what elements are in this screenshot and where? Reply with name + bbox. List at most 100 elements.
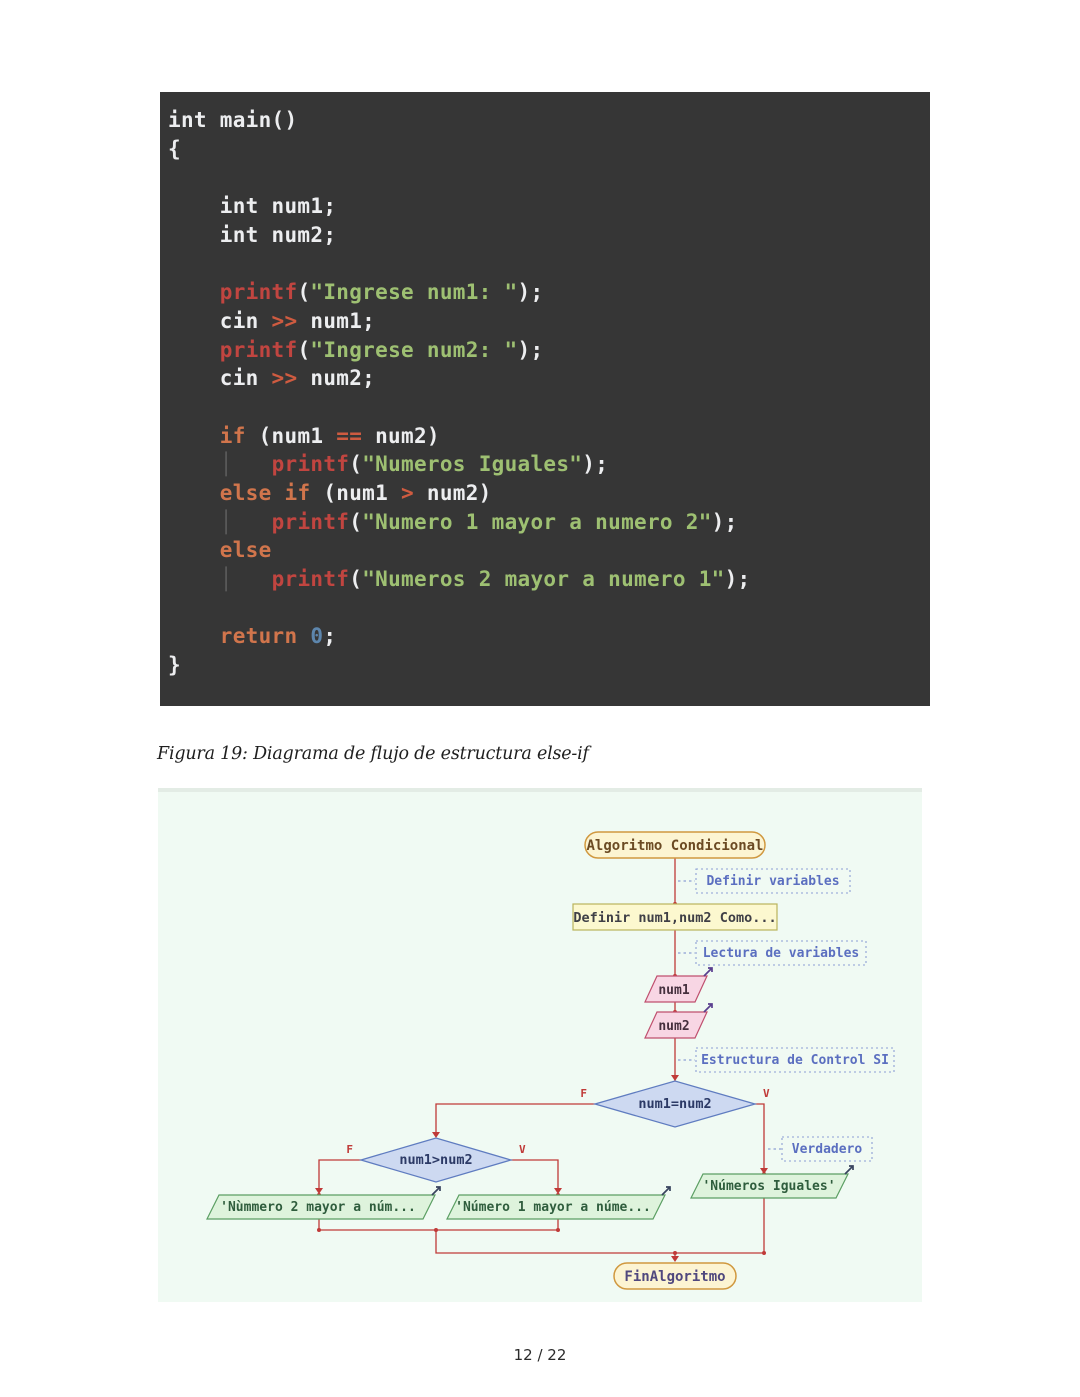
code-token: if bbox=[219, 423, 246, 448]
code-content: int main(){ int num1; int num2; printf("… bbox=[168, 106, 920, 680]
code-token: ( bbox=[297, 280, 311, 305]
code-token: == bbox=[336, 423, 363, 448]
code-token bbox=[168, 567, 220, 591]
code-token: num2; bbox=[297, 366, 376, 391]
code-token bbox=[233, 567, 272, 591]
code-line: else bbox=[168, 536, 920, 565]
code-token: return bbox=[219, 624, 298, 649]
code-line: int num2; bbox=[168, 221, 920, 250]
figure-caption: Figura 19: Diagrama de flujo de estructu… bbox=[157, 744, 589, 764]
pen-icon bbox=[703, 1003, 713, 1013]
code-token bbox=[168, 481, 220, 505]
code-token bbox=[168, 510, 220, 534]
svg-text:Definir num1,num2 Como...: Definir num1,num2 Como... bbox=[573, 910, 776, 926]
svg-text:Lectura de variables: Lectura de variables bbox=[703, 946, 860, 961]
code-token: ; bbox=[323, 624, 337, 649]
svg-text:num1=num2: num1=num2 bbox=[638, 1096, 711, 1112]
node-start: Algoritmo Condicional bbox=[584, 831, 766, 859]
code-line: printf("Ingrese num2: "); bbox=[168, 336, 920, 365]
code-token: int main() bbox=[168, 108, 298, 132]
code-token: printf bbox=[219, 337, 298, 362]
code-token: ); bbox=[582, 452, 609, 477]
svg-text:Estructura de Control SI: Estructura de Control SI bbox=[701, 1053, 889, 1068]
code-token: num2) bbox=[413, 480, 492, 505]
code-token: int num2; bbox=[168, 222, 337, 247]
code-token: if bbox=[284, 480, 311, 505]
code-line: │ printf("Numeros Iguales"); bbox=[168, 450, 920, 479]
code-line: cin >> num2; bbox=[168, 364, 920, 393]
page-footer: 12 / 22 bbox=[513, 1346, 567, 1364]
svg-text:'Números Iguales': 'Números Iguales' bbox=[702, 1179, 835, 1194]
code-line: else if (num1 > num2) bbox=[168, 479, 920, 508]
code-token: ( bbox=[349, 567, 363, 591]
node-read-num2: num2 bbox=[644, 1003, 713, 1039]
svg-text:FinAlgoritmo: FinAlgoritmo bbox=[624, 1269, 725, 1285]
branch-label-false: F bbox=[580, 1087, 587, 1100]
code-line: printf("Ingrese num1: "); bbox=[168, 278, 920, 307]
code-token: ( bbox=[349, 509, 363, 534]
code-token: 0 bbox=[310, 624, 324, 649]
code-token: { bbox=[168, 136, 181, 161]
code-token: int num1; bbox=[168, 194, 337, 219]
arrow-pen-icon bbox=[844, 1165, 854, 1175]
code-line: int main() bbox=[168, 106, 920, 135]
code-token: │ bbox=[219, 509, 233, 534]
code-token: │ bbox=[219, 452, 233, 477]
svg-text:num1: num1 bbox=[658, 983, 689, 998]
code-token: │ bbox=[219, 567, 233, 591]
code-token: ); bbox=[711, 509, 738, 534]
node-write-num1-mayor: 'Número 1 mayor a núme... bbox=[446, 1186, 671, 1220]
svg-text:Algoritmo Condicional: Algoritmo Condicional bbox=[586, 838, 763, 854]
code-token: cin bbox=[168, 366, 272, 391]
comment-verdadero: Verdadero bbox=[768, 1136, 873, 1162]
branch-label-true: V bbox=[519, 1143, 526, 1156]
code-token: } bbox=[168, 653, 181, 678]
node-define: Definir num1,num2 Como... bbox=[572, 903, 778, 931]
code-token: num1; bbox=[297, 308, 376, 333]
code-token: cin bbox=[168, 308, 272, 333]
code-token: "Numeros 2 mayor a numero 1" bbox=[362, 567, 725, 591]
svg-text:'Número 1 mayor a núme...: 'Número 1 mayor a núme... bbox=[455, 1200, 651, 1215]
code-token bbox=[297, 624, 310, 648]
code-token bbox=[168, 424, 220, 448]
code-token: printf bbox=[219, 280, 298, 305]
svg-text:'Nùmmero 2 mayor a núm...: 'Nùmmero 2 mayor a núm... bbox=[220, 1200, 416, 1215]
code-line bbox=[168, 393, 920, 422]
code-token: printf bbox=[271, 452, 350, 477]
code-line: } bbox=[168, 651, 920, 680]
code-token bbox=[233, 452, 272, 476]
code-token bbox=[168, 338, 220, 362]
code-line: int num1; bbox=[168, 192, 920, 221]
branch-label-true: V bbox=[763, 1087, 770, 1100]
code-token: else bbox=[219, 480, 272, 505]
arrow-pen-icon bbox=[661, 1186, 671, 1196]
svg-text:num2: num2 bbox=[658, 1019, 689, 1034]
code-token: "Numero 1 mayor a numero 2" bbox=[362, 509, 712, 534]
code-line bbox=[168, 594, 920, 623]
code-line bbox=[168, 163, 920, 192]
code-token: printf bbox=[271, 567, 350, 591]
code-line: cin >> num1; bbox=[168, 307, 920, 336]
svg-text:Definir variables: Definir variables bbox=[706, 874, 839, 889]
code-token: "Numeros Iguales" bbox=[362, 452, 583, 477]
code-token bbox=[233, 510, 272, 534]
code-token: ); bbox=[517, 337, 544, 362]
code-token bbox=[168, 280, 220, 304]
comment-estructura-control: Estructura de Control SI bbox=[678, 1047, 895, 1073]
code-token bbox=[272, 481, 285, 505]
code-token bbox=[168, 538, 220, 562]
pen-icon bbox=[703, 967, 713, 977]
code-token: "Ingrese num1: " bbox=[310, 280, 518, 305]
code-token: num2) bbox=[362, 423, 440, 448]
code-line bbox=[168, 249, 920, 278]
branch-label-false: F bbox=[346, 1143, 353, 1156]
node-write-iguales: 'Números Iguales' bbox=[690, 1165, 854, 1199]
node-decision-equal: num1=num2 F V bbox=[580, 1080, 770, 1128]
code-token: (num1 bbox=[245, 423, 337, 448]
code-token bbox=[168, 624, 220, 648]
code-token: (num1 bbox=[310, 480, 402, 505]
code-line: if (num1 == num2) bbox=[168, 422, 920, 451]
code-line: │ printf("Numero 1 mayor a numero 2"); bbox=[168, 508, 920, 537]
node-decision-greater: num1>num2 F V bbox=[346, 1137, 526, 1183]
svg-text:Verdadero: Verdadero bbox=[792, 1142, 863, 1157]
